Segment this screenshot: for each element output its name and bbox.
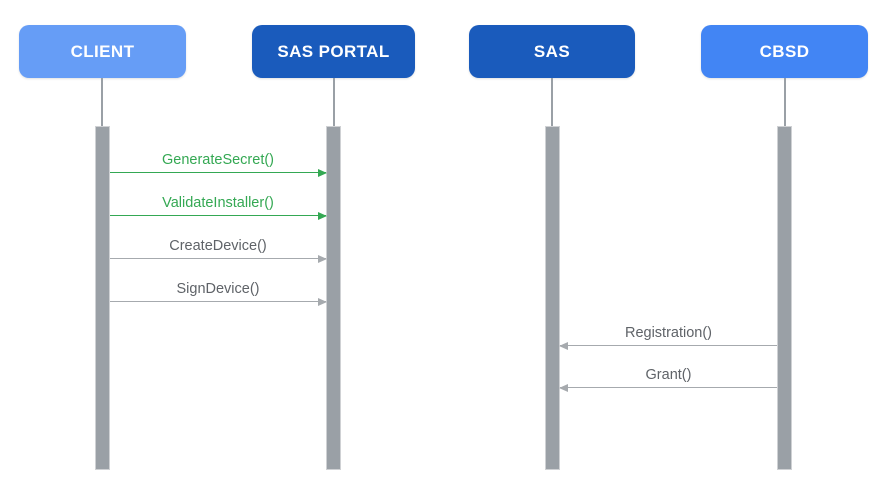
message-line xyxy=(560,345,777,346)
arrow-right-icon xyxy=(318,254,327,263)
message-create-device: CreateDevice() xyxy=(110,238,327,263)
actor-sas-portal: SAS PORTAL xyxy=(252,25,415,78)
lifeline-cbsd xyxy=(784,78,786,126)
activation-bar-client xyxy=(95,126,110,470)
message-label: CreateDevice() xyxy=(169,238,267,254)
message-sign-device: SignDevice() xyxy=(110,281,327,306)
activation-bar-cbsd xyxy=(777,126,792,470)
actor-client: CLIENT xyxy=(19,25,186,78)
arrow-left-icon xyxy=(559,383,568,392)
message-grant: Grant() xyxy=(559,367,777,392)
message-line xyxy=(110,258,326,259)
message-validate-installer: ValidateInstaller() xyxy=(110,195,327,220)
lifeline-sas-portal xyxy=(333,78,335,126)
arrow-left-icon xyxy=(559,341,568,350)
message-registration: Registration() xyxy=(559,325,777,350)
activation-bar-sas-portal xyxy=(326,126,341,470)
message-line xyxy=(560,387,777,388)
lifeline-sas xyxy=(551,78,553,126)
message-label: SignDevice() xyxy=(176,281,260,297)
activation-bar-sas xyxy=(545,126,560,470)
message-line xyxy=(110,301,326,302)
message-label: Registration() xyxy=(624,325,713,341)
actor-sas: SAS xyxy=(469,25,635,78)
arrow-right-icon xyxy=(318,297,327,306)
actor-cbsd: CBSD xyxy=(701,25,868,78)
message-line xyxy=(110,215,326,216)
message-label: Grant() xyxy=(645,367,692,383)
message-label: GenerateSecret() xyxy=(161,152,275,168)
message-line xyxy=(110,172,326,173)
lifeline-client xyxy=(101,78,103,126)
message-label: ValidateInstaller() xyxy=(162,195,274,211)
arrow-right-icon xyxy=(318,168,327,177)
message-generate-secret: GenerateSecret() xyxy=(110,152,327,177)
arrow-right-icon xyxy=(318,211,327,220)
